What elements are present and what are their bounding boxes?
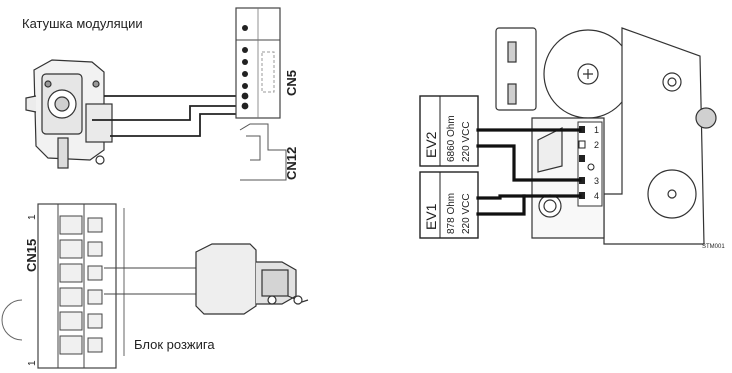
- ev2-coil-block: EV2 6860 Ohm 220 VCC: [419, 95, 479, 167]
- ev1-name: EV1: [423, 203, 439, 230]
- ignition-unit-drawing: [195, 243, 309, 315]
- valve-body-drawing: [495, 27, 717, 245]
- cn15-pin-bottom: 1: [27, 360, 38, 366]
- ev2-name: EV2: [423, 131, 439, 158]
- cn12-connector: CN12: [239, 123, 299, 181]
- ignition-unit-label: Блок розжига: [134, 337, 215, 352]
- ev1-resistance: 878 Ohm: [446, 193, 457, 234]
- cn15-pin-top: 1: [27, 214, 38, 220]
- ev1-voltage: 220 VCC: [461, 193, 472, 234]
- connector-cn12-label: CN12: [284, 147, 299, 180]
- drawing-code: STM001: [702, 244, 725, 250]
- valve-section: 1 2 3 4 EV2 6860 Ohm 220 VCC EV1 878 Ohm…: [419, 27, 725, 250]
- valve-wires: [476, 128, 582, 216]
- coil-wires: [92, 95, 244, 137]
- cn15-terminal-block: CN15 1 1: [1, 203, 117, 369]
- terminal-label-3: 3: [594, 176, 599, 186]
- terminal-label-1: 1: [594, 125, 599, 135]
- modulation-coil-label: Катушка модуляции: [22, 16, 143, 31]
- gas-valve-drawing: [25, 59, 113, 169]
- ev2-voltage: 220 VCC: [461, 121, 472, 162]
- connector-cn15-label: CN15: [24, 239, 39, 272]
- ev1-coil-block: EV1 878 Ohm 220 VCC: [419, 171, 479, 239]
- modulation-coil-section: Катушка модуляции: [22, 7, 299, 181]
- terminal-label-4: 4: [594, 191, 599, 201]
- ignition-section: CN15 1 1 Блок розжига: [1, 203, 309, 369]
- cn5-terminal-block: CN5: [235, 7, 299, 119]
- ev2-resistance: 6860 Ohm: [446, 115, 457, 162]
- terminal-label-2: 2: [594, 140, 599, 150]
- connector-cn5-label: CN5: [284, 70, 299, 96]
- ignition-wires: [104, 267, 196, 295]
- valve-terminal-strip: 1 2 3 4: [577, 121, 603, 207]
